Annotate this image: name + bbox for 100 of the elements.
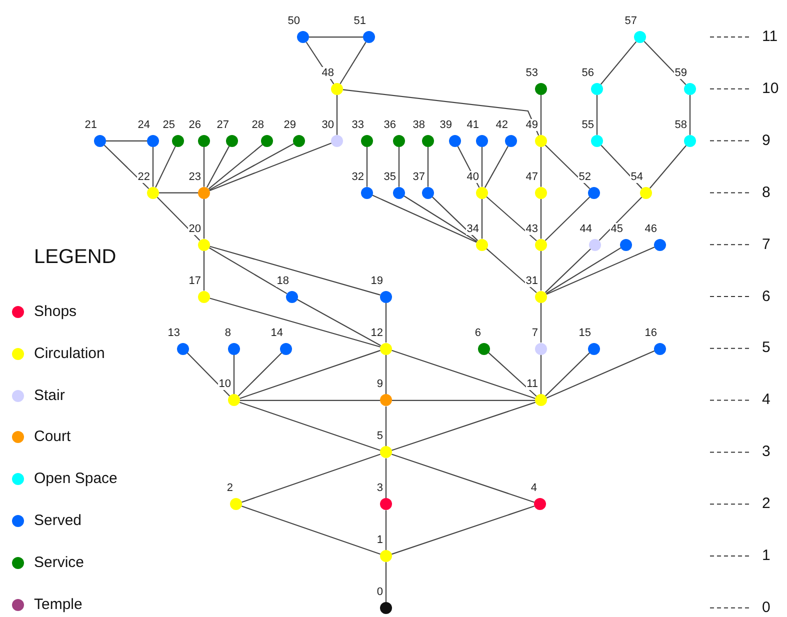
connector-line: [484, 146, 509, 188]
node-number: 11: [526, 378, 539, 390]
node-number: 53: [524, 67, 539, 79]
legend-heading: LEGEND: [34, 246, 116, 269]
connector-line: [546, 247, 622, 294]
node-number: 20: [188, 222, 202, 235]
node-number: 17: [188, 274, 202, 287]
node-number: 35: [382, 170, 397, 183]
node-number: 26: [188, 118, 202, 131]
node-number: 38: [412, 118, 426, 131]
connector-line: [546, 246, 655, 295]
connector-line: [159, 192, 198, 194]
connector-line: [372, 194, 477, 243]
connector-line: [644, 41, 686, 86]
node-number: 19: [370, 274, 384, 287]
connector-line: [366, 146, 368, 187]
connector-line: [392, 400, 535, 401]
node-number: 3: [376, 482, 384, 494]
node-number: 47: [524, 170, 539, 183]
node-number: 36: [382, 118, 397, 131]
legend-text: Served: [34, 512, 82, 529]
node-number: 31: [524, 274, 539, 287]
connector-line: [242, 454, 380, 503]
connector-line: [385, 562, 387, 602]
node-number: 43: [524, 222, 539, 235]
connector-line: [186, 352, 230, 396]
node-number: 6: [474, 326, 482, 338]
connector-line: [385, 302, 387, 342]
node-number: 41: [466, 118, 480, 131]
node-number: 46: [644, 222, 658, 235]
node-number: 29: [282, 118, 297, 131]
node-number: 34: [466, 222, 480, 235]
connector-line: [208, 247, 288, 294]
node-number: 12: [370, 326, 384, 338]
connector-line: [385, 354, 387, 394]
connector-line: [404, 196, 478, 242]
connector-line: [385, 406, 387, 446]
node-number: 45: [610, 222, 624, 235]
node-number: 32: [350, 170, 365, 183]
node-number: 23: [188, 170, 202, 183]
connector-line: [488, 352, 537, 397]
connector-line: [427, 146, 429, 187]
connector-line: [155, 146, 176, 188]
connector-line: [600, 41, 637, 85]
node-number: 8: [224, 326, 232, 338]
connector-line: [309, 36, 363, 38]
node-number: 50: [286, 15, 301, 28]
connector-line: [210, 246, 380, 296]
node-number: 27: [216, 118, 230, 131]
connector-line: [385, 458, 387, 498]
connector-line: [156, 196, 200, 241]
level-number: 11: [762, 28, 778, 45]
connector-line: [209, 142, 332, 192]
connector-line: [392, 454, 534, 503]
connector-line: [209, 143, 294, 190]
level-number: 7: [762, 236, 770, 253]
connector-line: [544, 196, 590, 241]
node-number: 55: [580, 118, 595, 131]
node-number: 56: [580, 67, 595, 79]
connector-line: [208, 144, 263, 190]
node-number: 30: [320, 118, 335, 131]
connector-line: [481, 146, 483, 187]
node-number: 44: [578, 222, 593, 235]
level-number: 6: [762, 288, 770, 304]
connector-line: [210, 298, 380, 348]
connector-line: [240, 350, 380, 399]
connector-line: [544, 144, 590, 189]
legend-text: Temple: [34, 596, 82, 613]
connector-line: [385, 510, 387, 550]
node-number: 54: [630, 170, 644, 183]
connector-line: [540, 95, 542, 135]
connector-line: [203, 198, 205, 239]
connector-line: [296, 299, 382, 346]
level-number: 3: [762, 443, 770, 460]
connector-line: [540, 198, 542, 239]
level-number: 4: [762, 391, 770, 408]
node-number: 33: [350, 118, 365, 131]
legend-text: Court: [34, 428, 71, 446]
connector-line: [203, 250, 205, 291]
legend-text: Circulation: [34, 344, 105, 362]
level-number: 5: [762, 339, 770, 356]
connector-line: [242, 506, 380, 555]
connector-line: [238, 352, 282, 397]
node-number: 15: [578, 326, 592, 338]
connector-line: [104, 144, 150, 189]
node-number: 37: [412, 170, 426, 183]
connector-line: [689, 95, 691, 135]
level-number: 8: [762, 184, 770, 201]
connector-line: [600, 144, 642, 189]
connector-line: [540, 302, 542, 342]
node-number: 5: [376, 430, 384, 442]
connector-line: [540, 146, 542, 187]
connector-line: [342, 89, 540, 136]
connector-line: [432, 196, 478, 241]
node-number: 49: [524, 118, 539, 131]
legend-text: Open Space: [34, 470, 118, 488]
node-number: 52: [578, 170, 592, 183]
node-number: 21: [84, 118, 98, 131]
connector-line: [598, 196, 642, 241]
connector-line: [206, 146, 230, 188]
